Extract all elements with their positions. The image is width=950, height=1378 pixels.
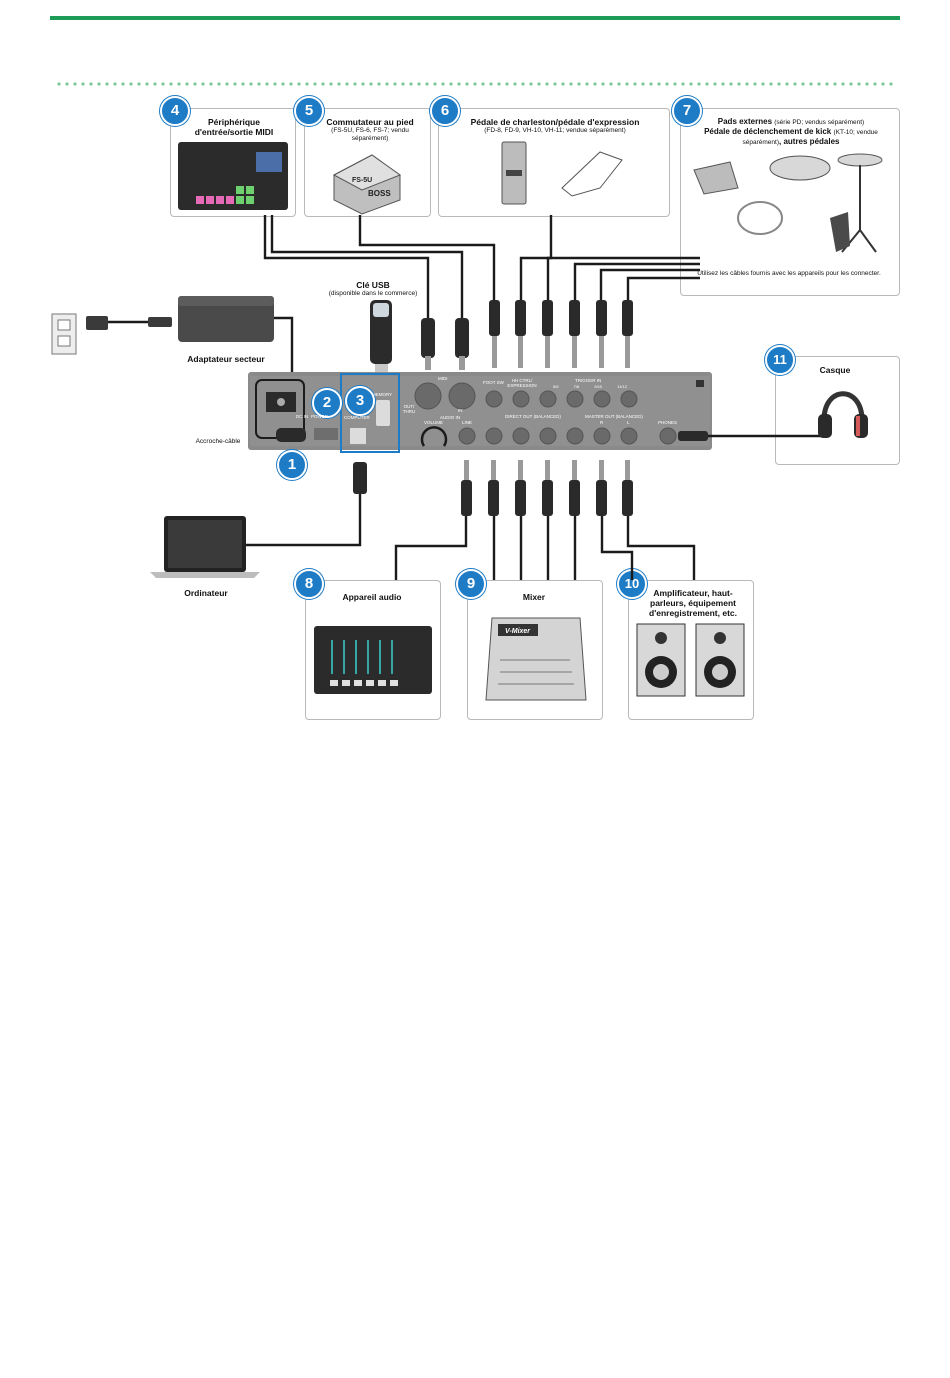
trig-num-4: 7/8 bbox=[573, 384, 580, 389]
panel-line-label: LINE bbox=[462, 420, 473, 425]
panel-masterout-label: MASTER OUT (BALANCED) bbox=[585, 414, 643, 419]
external-pads-image bbox=[693, 153, 883, 253]
footswitch-title: Commutateur au pied (FS-5U, FS-6, FS-7; … bbox=[318, 117, 422, 143]
headphones-title: Casque bbox=[800, 365, 870, 375]
panel-audioin-label: AUDIO IN bbox=[440, 415, 461, 420]
pads-title-b: Pédale de déclenchement de kick bbox=[704, 126, 832, 136]
hihat-pedal-title: Pédale de charleston/pédale d'expression… bbox=[455, 117, 655, 135]
adapter-title: Adaptateur secteur bbox=[187, 354, 265, 364]
audio-device-title: Appareil audio bbox=[320, 592, 424, 602]
boss-label: BOSS bbox=[368, 189, 391, 198]
badge-4: 4 bbox=[160, 96, 190, 126]
headphones-image bbox=[818, 391, 868, 438]
hihat-pedal-image bbox=[501, 141, 623, 205]
usb-key-label: Clé USB (disponible dans le commerce) bbox=[318, 280, 428, 298]
panel-hhctrl-label: HH CTRL/ EXPRESSION bbox=[507, 378, 537, 389]
vmixer-label: V-Mixer bbox=[505, 628, 531, 635]
midi-device-image bbox=[178, 142, 288, 210]
trig-num-5: 9/10 bbox=[594, 384, 603, 389]
mixer-title-text: Mixer bbox=[522, 592, 546, 602]
mixer-title: Mixer bbox=[500, 592, 568, 602]
adapter-label: Adaptateur secteur bbox=[180, 354, 272, 364]
badge-2: 2 bbox=[312, 388, 342, 418]
cable-hook-label: Accroche-câble bbox=[195, 438, 241, 445]
panel-trig-nums: 5/6 7/8 9/10 11/12 bbox=[540, 384, 640, 390]
usb-cable bbox=[245, 462, 367, 547]
badge-11: 11 bbox=[765, 345, 795, 375]
box-headphones bbox=[775, 356, 900, 465]
audio-device-image bbox=[314, 626, 432, 694]
mixer-image: V-Mixer bbox=[485, 617, 587, 701]
panel-footsw-label: FOOT SW bbox=[483, 380, 504, 385]
headphones-title-text: Casque bbox=[819, 365, 851, 375]
section-divider bbox=[55, 82, 897, 86]
hihat-pedal-subtitle: (FD-8, FD-9, VH-10, VH-11; vendue séparé… bbox=[484, 127, 626, 135]
panel-phones-label: PHONES bbox=[658, 420, 678, 425]
panel-directout-label: DIRECT OUT (BALANCED) bbox=[505, 414, 561, 419]
midi-device-title-text: Périphérique d'entrée/sortie MIDI bbox=[194, 117, 274, 138]
speakers-image bbox=[636, 623, 745, 697]
ac-adapter bbox=[51, 296, 294, 402]
hihat-pedal-title-text: Pédale de charleston/pédale d'expression bbox=[470, 117, 640, 127]
top-cables bbox=[263, 215, 700, 320]
footswitch-subtitle: (FS-5U, FS-6, FS-7; vendu séparément) bbox=[331, 127, 409, 142]
computer-label: Ordinateur bbox=[168, 588, 244, 598]
audio-device-title-text: Appareil audio bbox=[342, 592, 402, 602]
footswitch-title-text: Commutateur au pied bbox=[326, 117, 414, 127]
pads-title-b-note: (KT-10; vendue séparément) bbox=[742, 128, 878, 146]
device-rear-panel bbox=[248, 372, 712, 453]
header-rule bbox=[50, 16, 900, 20]
panel-outthru-label: OUT/ THRU bbox=[402, 404, 416, 415]
badge-6: 6 bbox=[430, 96, 460, 126]
badge-1: 1 bbox=[277, 450, 307, 480]
panel-volume-label: VOLUME bbox=[424, 420, 444, 425]
panel-l-label: L bbox=[627, 420, 630, 425]
laptop bbox=[150, 516, 260, 578]
top-plugs bbox=[421, 300, 633, 370]
headphone-cable bbox=[678, 431, 822, 441]
usb-key bbox=[370, 300, 392, 376]
external-pads-title: Pads externes (série PD; vendus séparéme… bbox=[688, 117, 894, 146]
trig-num-3: 5/6 bbox=[552, 384, 559, 389]
panel-in-label: IN bbox=[458, 408, 463, 413]
trig-num-6: 11/12 bbox=[617, 384, 627, 389]
amplifier-title-text: Amplificateur, haut-parleurs, équipement… bbox=[649, 588, 737, 619]
usb-key-note: (disponible dans le commerce) bbox=[328, 290, 418, 298]
badge-9: 9 bbox=[456, 569, 486, 599]
pads-title-c: , autres pédales bbox=[779, 136, 840, 146]
badge-8: 8 bbox=[294, 569, 324, 599]
box-external-pads bbox=[680, 108, 900, 296]
usb-key-title: Clé USB bbox=[356, 280, 390, 290]
panel-memory-label: MEMORY bbox=[372, 392, 393, 397]
badge-3: 3 bbox=[345, 386, 375, 416]
connection-diagram: FS-5U BOSS V-Mixer bbox=[51, 141, 883, 701]
bottom-cables bbox=[394, 460, 696, 580]
fs-label: FS-5U bbox=[352, 177, 372, 184]
pads-title-a-note: (série PD; vendus séparément) bbox=[774, 119, 865, 126]
panel-dcin-label: DC IN bbox=[296, 414, 309, 419]
panel-r-label: R bbox=[600, 420, 604, 425]
box-hihat-pedal bbox=[438, 108, 670, 217]
panel-power-label: POWER bbox=[311, 414, 329, 419]
footswitch-image: FS-5U BOSS bbox=[332, 154, 402, 215]
pads-title-a: Pads externes bbox=[717, 117, 773, 126]
badge-5: 5 bbox=[294, 96, 324, 126]
external-pads-footer: Utilisez les câbles fournis avec les app… bbox=[697, 270, 881, 277]
midi-device-title: Périphérique d'entrée/sortie MIDI bbox=[178, 117, 290, 137]
panel-trigger-label: TRIGGER IN bbox=[575, 378, 602, 383]
panel-midi-label: MIDI bbox=[438, 376, 448, 381]
computer-title: Ordinateur bbox=[184, 588, 228, 598]
badge-7: 7 bbox=[672, 96, 702, 126]
amplifier-title: Amplificateur, haut-parleurs, équipement… bbox=[643, 588, 743, 619]
panel-computer-label: COMPUTER bbox=[344, 415, 370, 420]
